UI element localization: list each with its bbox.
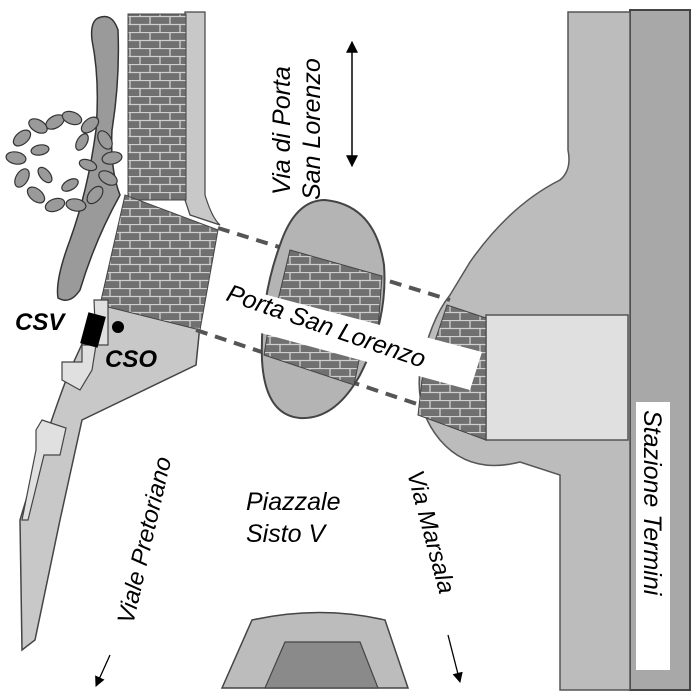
arrow-via-marsala-icon (447, 634, 463, 684)
tree-trunk (56, 15, 121, 301)
tree-icon (5, 110, 123, 213)
via-porta-label-line1: Via di Porta (268, 66, 296, 195)
cso-marker (112, 321, 124, 333)
via-marsala-label: Via Marsala (401, 468, 460, 597)
bottom-structure-inner (264, 641, 379, 689)
stazione-termini-label: Stazione Termini (638, 410, 666, 597)
roadside-building-lower (21, 419, 67, 521)
wall-roadside (184, 11, 221, 226)
station-building (485, 314, 629, 441)
aurelian-wall-upper (127, 13, 187, 201)
viale-pretoriano-label: Viale Pretoriano (113, 454, 178, 626)
piazzale-label-line2: Sisto V (246, 520, 328, 548)
csv-label: CSV (15, 309, 66, 336)
arrow-viale-pretoriano-icon (95, 654, 111, 687)
porta-label-band (206, 282, 482, 390)
stazione-label-bg (636, 402, 670, 670)
via-porta-label-line2: San Lorenzo (298, 58, 326, 200)
csv-marker (80, 312, 106, 348)
cso-label: CSO (105, 346, 157, 373)
piazzale-label-line1: Piazzale (246, 488, 341, 516)
